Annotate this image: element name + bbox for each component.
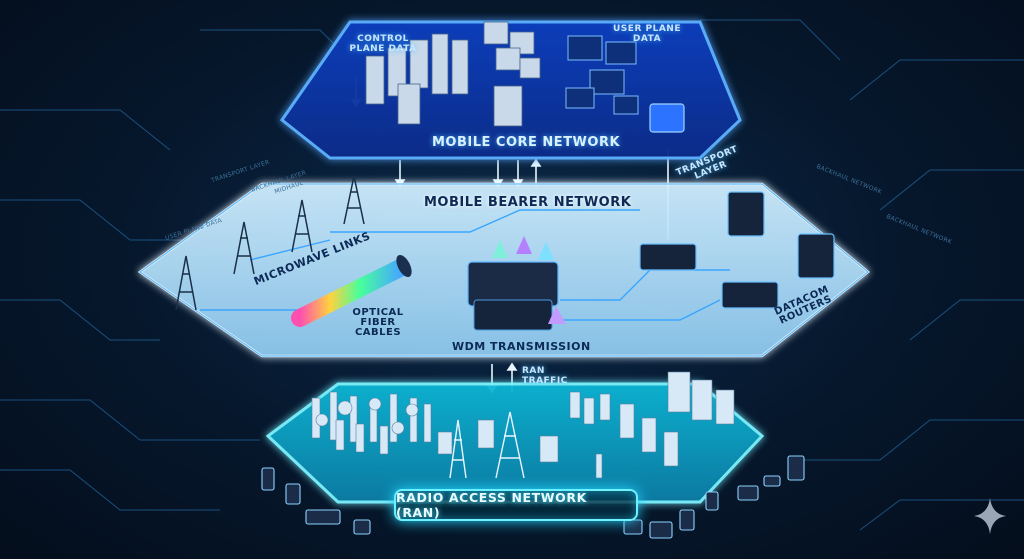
ran-layer-title: RADIO ACCESS NETWORK (RAN): [396, 490, 587, 520]
ran-traffic-label: RAN TRAFFIC: [522, 366, 568, 386]
wdm-transmission-label: WDM TRANSMISSION: [452, 340, 591, 353]
server-rack-icon: [365, 21, 541, 127]
optical-fiber-label: OPTICAL FIBER CABLES: [352, 307, 404, 338]
microwave-towers: [175, 175, 365, 311]
ran-layer: [265, 371, 765, 504]
circuit-lines: [0, 19, 1024, 531]
end-devices: [261, 455, 805, 539]
bearer-layer: [137, 175, 870, 358]
prism-icon: [548, 306, 566, 324]
ran-lattice-towers: [449, 411, 525, 479]
smartphone-icon: [261, 467, 275, 491]
monitor-panels: [565, 35, 639, 115]
camera-icon: [737, 485, 759, 501]
tablet-icon: [305, 509, 341, 525]
ran-title-box: RADIO ACCESS NETWORK (RAN): [394, 489, 638, 521]
router-icon: [639, 191, 835, 309]
bearer-layer-title: MOBILE BEARER NETWORK: [424, 195, 632, 210]
control-plane-label: CONTROL PLANE DATA: [349, 34, 417, 54]
fiber-bundle-icon: [291, 254, 412, 327]
chip-icon: [649, 103, 685, 133]
ran-cell-sites: [311, 371, 735, 479]
sparkle-icon: [974, 498, 1006, 534]
core-layer: [279, 20, 742, 160]
user-plane-label: USER PLANE DATA: [613, 24, 681, 44]
wdm-switch-icon: [467, 236, 566, 331]
core-layer-title: MOBILE CORE NETWORK: [432, 135, 621, 150]
